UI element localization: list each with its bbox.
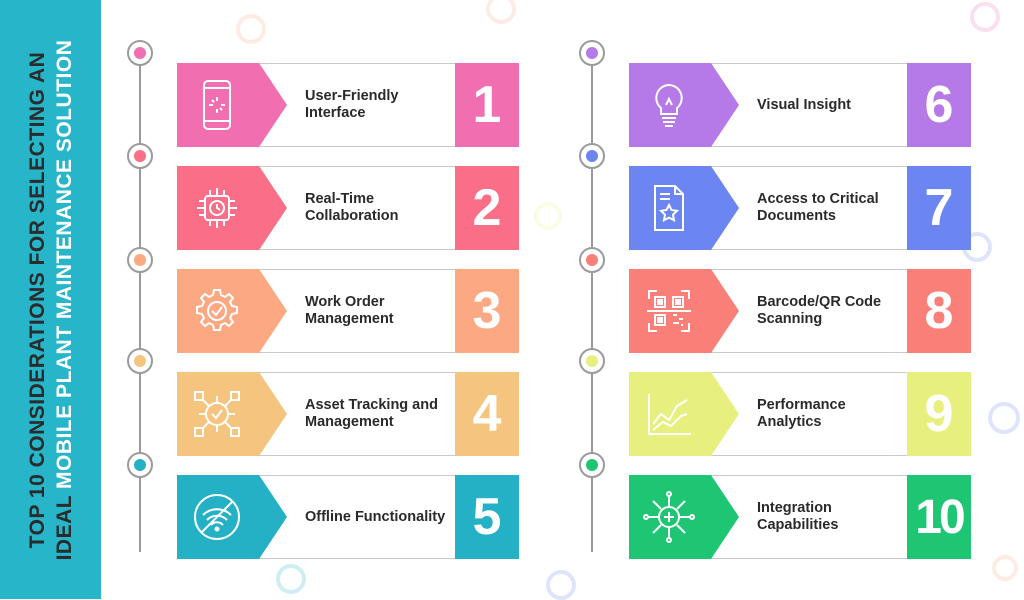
timeline-left — [139, 52, 141, 552]
timeline-right — [591, 52, 593, 552]
consideration-card-5: Offline Functionality 5 — [177, 475, 519, 559]
title-line-2: IDEAL MOBILE PLANT MAINTENANCE SOLUTION — [51, 20, 78, 580]
decor-ring — [486, 0, 516, 24]
asset-gear-icon — [194, 391, 240, 437]
card-label: Real-Time Collaboration — [305, 191, 399, 224]
timeline-node-9 — [579, 348, 605, 374]
title-line-2-highlight: MOBILE PLANT MAINTENANCE SOLUTION — [52, 39, 76, 489]
title-line-1: TOP 10 CONSIDERATIONS FOR SELECTING AN — [25, 51, 49, 548]
decor-ring — [276, 564, 306, 594]
consideration-card-6: Visual Insight 6 — [629, 63, 971, 147]
decor-ring — [970, 2, 1000, 32]
consideration-card-9: Performance Analytics 9 — [629, 372, 971, 456]
consideration-card-2: Real-Time Collaboration 2 — [177, 166, 519, 250]
line-chart-icon — [648, 394, 691, 435]
card-number: 9 — [907, 372, 971, 456]
page-title: TOP 10 CONSIDERATIONS FOR SELECTING AN I… — [24, 20, 78, 580]
consideration-card-7: Access to Critical Documents 7 — [629, 166, 971, 250]
timeline-node-5 — [127, 452, 153, 478]
card-label: Visual Insight — [757, 96, 852, 113]
card-number: 4 — [455, 372, 519, 456]
decor-ring — [988, 402, 1020, 434]
card-number: 1 — [455, 63, 519, 147]
consideration-card-4: Asset Tracking and Management 4 — [177, 372, 519, 456]
timeline-node-7 — [579, 143, 605, 169]
clock-chip-icon — [197, 188, 237, 228]
timeline-node-2 — [127, 143, 153, 169]
timeline-node-3 — [127, 247, 153, 273]
mobile-phone-icon — [203, 80, 231, 130]
card-label: Asset Tracking and Management — [305, 397, 438, 430]
card-number: 10 — [907, 475, 971, 559]
consideration-card-3: Work Order Management 3 — [177, 269, 519, 353]
timeline-node-10 — [579, 452, 605, 478]
lightbulb-icon — [655, 83, 683, 127]
gear-check-icon — [196, 289, 238, 331]
consideration-card-8: Barcode/QR Code Scanning 8 — [629, 269, 971, 353]
title-line-2-prefix: IDEAL — [52, 488, 76, 560]
card-label: Integration Capabilities — [757, 500, 839, 533]
card-number: 8 — [907, 269, 971, 353]
timeline-node-6 — [579, 40, 605, 66]
timeline-node-4 — [127, 348, 153, 374]
card-number: 6 — [907, 63, 971, 147]
consideration-card-1: User-Friendly Interface 1 — [177, 63, 519, 147]
card-label: Access to Critical Documents — [757, 191, 879, 224]
qr-scan-icon — [647, 290, 691, 332]
integration-gear-icon — [643, 491, 695, 543]
card-number: 7 — [907, 166, 971, 250]
card-number: 2 — [455, 166, 519, 250]
card-label: Offline Functionality — [305, 508, 446, 525]
decor-ring — [992, 555, 1018, 581]
card-label: Work Order Management — [305, 294, 394, 327]
timeline-node-1 — [127, 40, 153, 66]
card-label: Barcode/QR Code Scanning — [757, 294, 882, 327]
decor-ring — [236, 14, 266, 44]
document-star-icon — [654, 185, 684, 231]
title-band: TOP 10 CONSIDERATIONS FOR SELECTING AN I… — [0, 0, 101, 599]
consideration-card-10: Integration Capabilities 10 — [629, 475, 971, 559]
card-number: 3 — [455, 269, 519, 353]
decor-ring — [534, 202, 562, 230]
card-label: User-Friendly Interface — [305, 88, 399, 121]
wifi-off-icon — [194, 494, 240, 540]
card-label: Performance Analytics — [757, 397, 846, 430]
decor-ring — [546, 570, 576, 600]
timeline-node-8 — [579, 247, 605, 273]
card-number: 5 — [455, 475, 519, 559]
